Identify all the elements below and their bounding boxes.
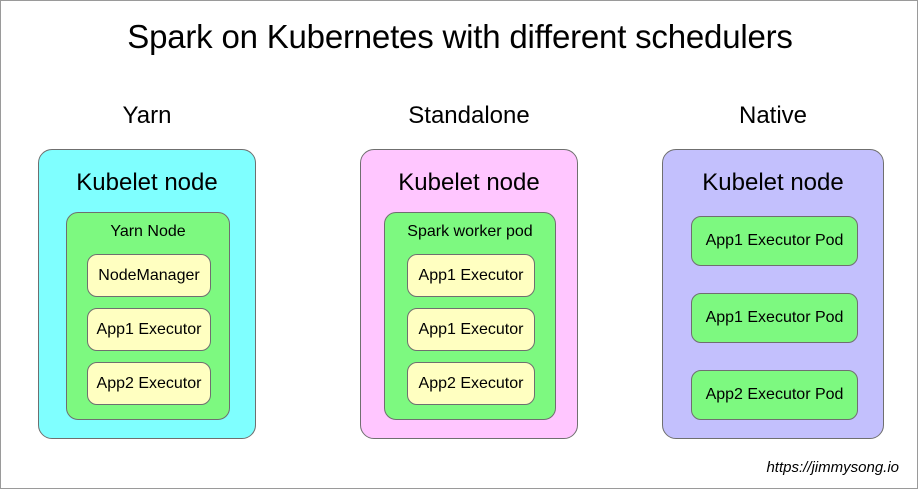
diagram-title: Spark on Kubernetes with different sched… xyxy=(127,18,793,55)
node-box: App2 Executor xyxy=(407,362,535,405)
node-box: App1 Executor xyxy=(407,308,535,351)
kubelet-node-native: Kubelet node App1 Executor Pod App1 Exec… xyxy=(662,149,884,439)
node-box: App1 Executor xyxy=(87,308,211,351)
node-box: App1 Executor Pod xyxy=(691,293,858,343)
node-box: App1 Executor xyxy=(407,254,535,297)
watermark-link: https://jimmysong.io xyxy=(766,459,899,476)
node-box: App2 Executor Pod xyxy=(691,370,858,420)
spark-worker-pod-container: Spark worker pod App1 Executor App1 Exec… xyxy=(384,212,556,420)
column-header-native: Native xyxy=(738,102,808,129)
kubelet-node-yarn: Kubelet node Yarn Node NodeManager App1 … xyxy=(38,149,256,439)
kubelet-node-label-yarn: Kubelet node xyxy=(76,169,218,196)
kubelet-node-label-standalone: Kubelet node xyxy=(398,169,540,196)
node-box: App1 Executor Pod xyxy=(691,216,858,266)
yarn-node-container: Yarn Node NodeManager App1 Executor App2… xyxy=(66,212,230,420)
column-header-yarn: Yarn xyxy=(122,102,172,129)
kubelet-node-standalone: Kubelet node Spark worker pod App1 Execu… xyxy=(360,149,578,439)
column-header-standalone: Standalone xyxy=(408,102,530,129)
node-box: NodeManager xyxy=(87,254,211,297)
yarn-node-label: Yarn Node xyxy=(110,223,186,240)
node-box: App2 Executor xyxy=(87,362,211,405)
kubelet-node-label-native: Kubelet node xyxy=(702,169,844,196)
spark-worker-pod-label: Spark worker pod xyxy=(407,223,533,240)
